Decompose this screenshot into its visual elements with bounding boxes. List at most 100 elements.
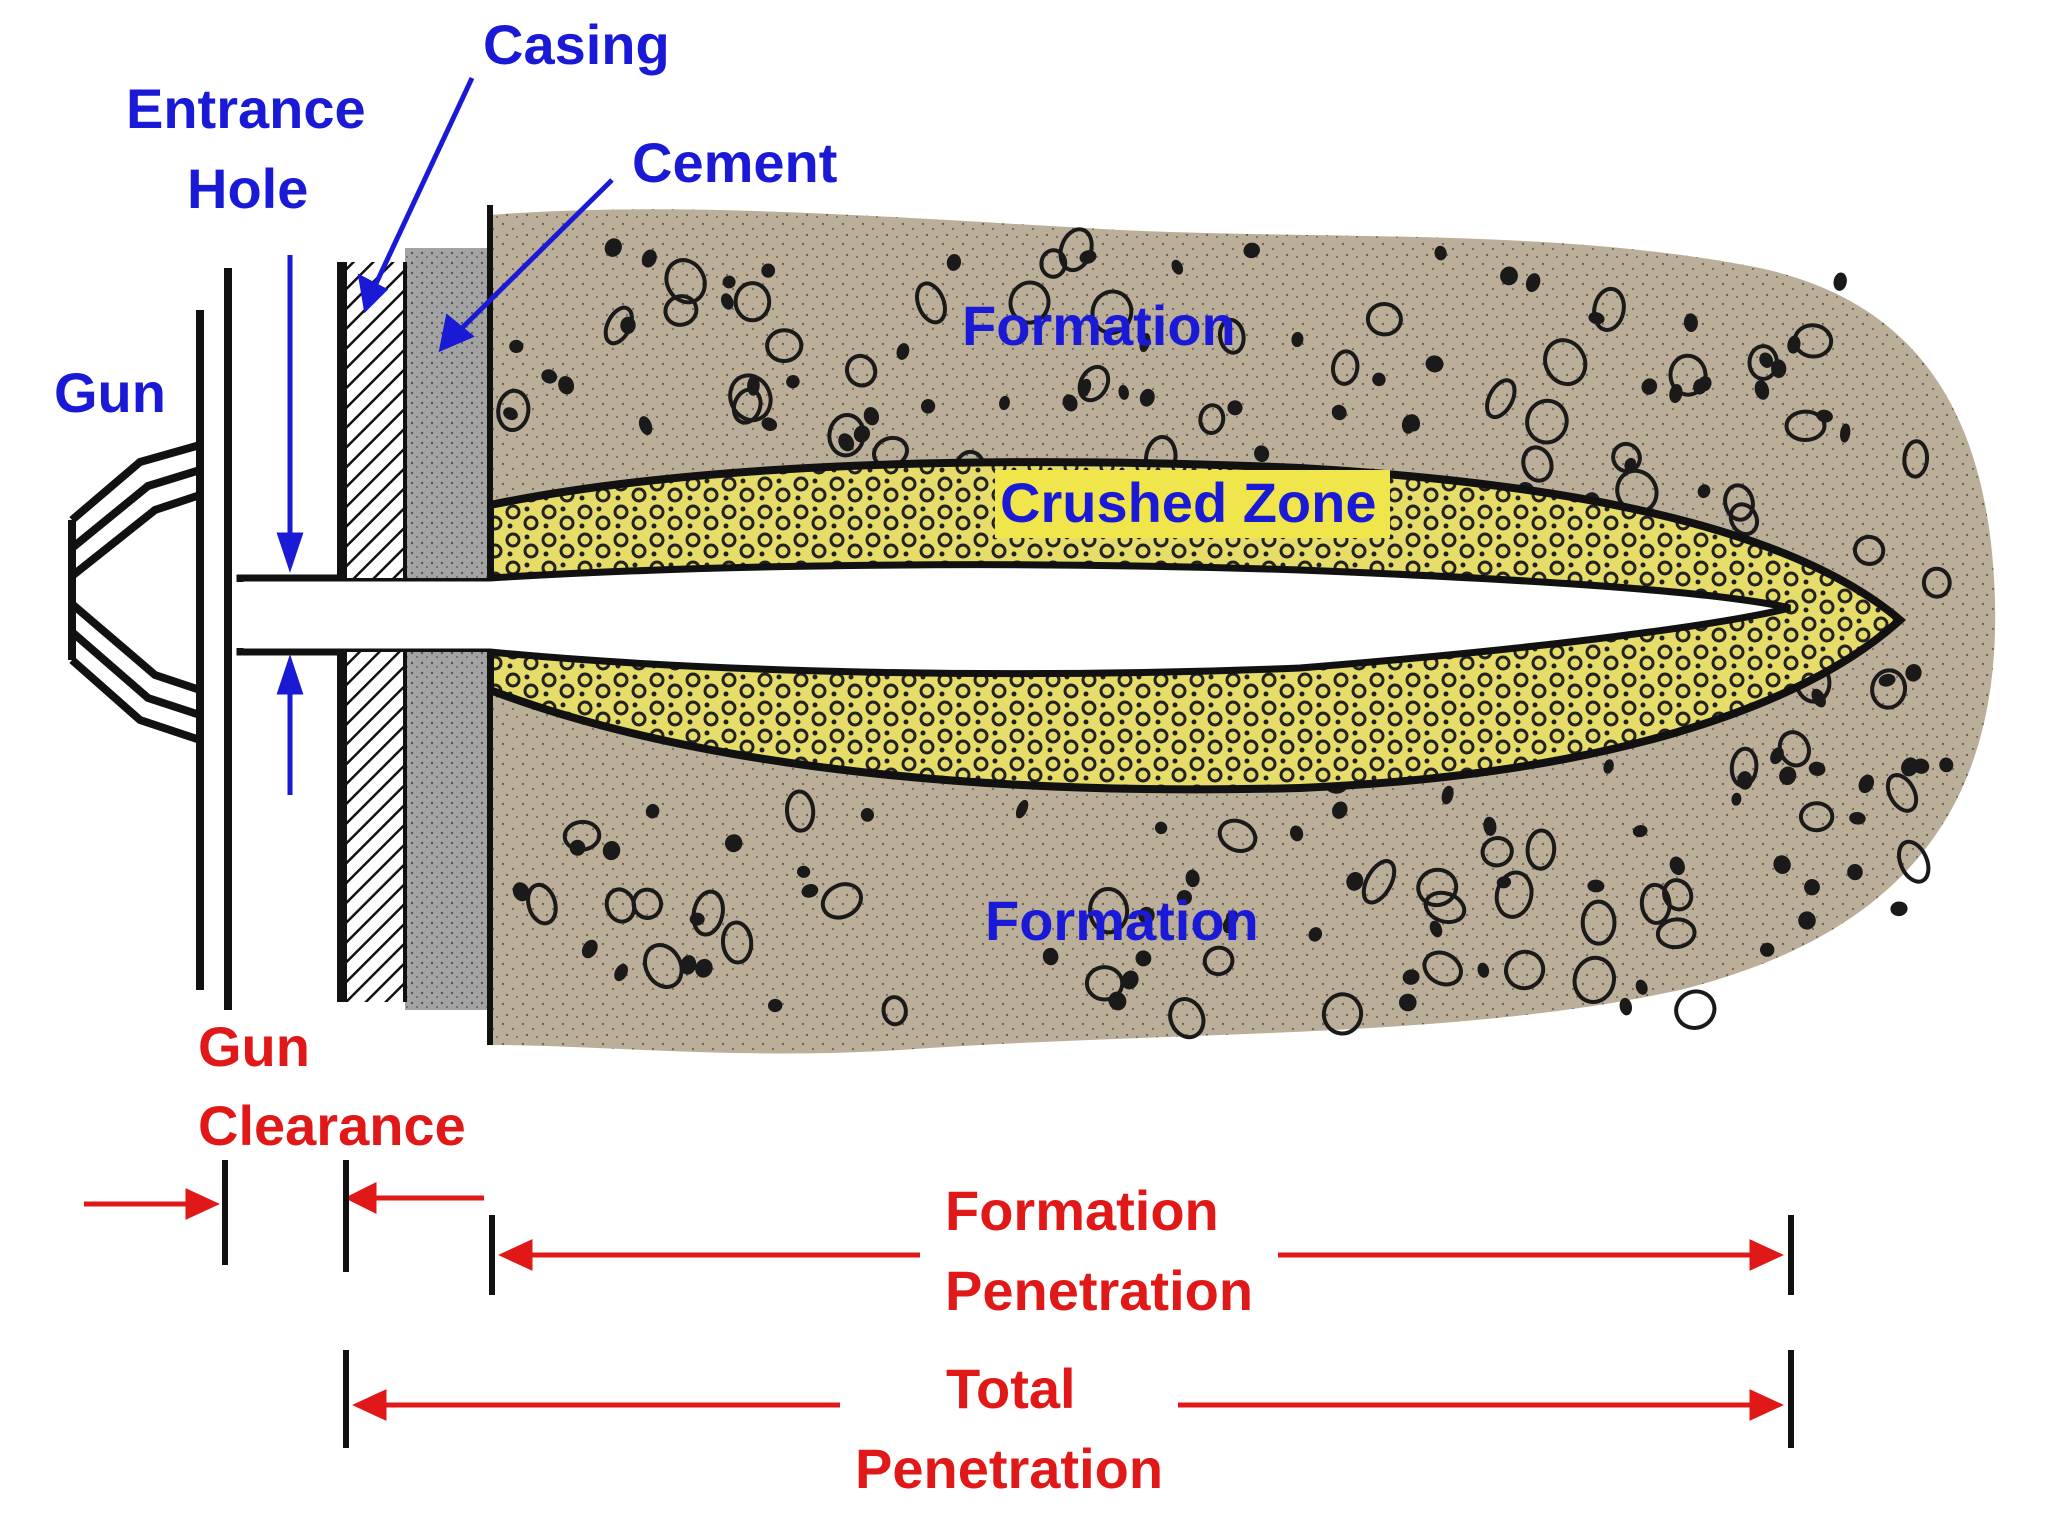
casing-label: Casing [483, 13, 670, 76]
pebble [1683, 313, 1698, 332]
pebble [638, 416, 653, 436]
pebble [1543, 338, 1588, 387]
pebble [1669, 856, 1685, 876]
pebble [1878, 673, 1896, 687]
pebble [1525, 398, 1569, 445]
gun-clearance-label-line1: Gun [198, 1015, 310, 1078]
pebble [1723, 483, 1755, 522]
pebble [1525, 273, 1541, 293]
pebble [1833, 272, 1847, 291]
pebble [1321, 992, 1364, 1036]
pebble [1185, 869, 1200, 888]
perforating-gun [68, 268, 232, 1010]
formation-pebbles [496, 227, 1954, 1040]
pebble [664, 258, 707, 305]
pebble [604, 238, 622, 257]
pebble [512, 882, 530, 902]
pebble [1870, 668, 1908, 710]
pebble [1849, 811, 1866, 825]
pebble [1588, 312, 1605, 325]
pebble [1405, 414, 1421, 432]
pebble [1058, 227, 1094, 273]
pebble [1697, 484, 1711, 499]
pebble [761, 263, 776, 278]
gun-label: Gun [54, 361, 166, 424]
pebble [1039, 248, 1068, 279]
formation-penetration-label-line2: Penetration [945, 1259, 1253, 1322]
pebble [720, 293, 734, 310]
pebble [768, 998, 783, 1013]
pebble [863, 407, 880, 426]
pebble [1121, 970, 1139, 990]
pebble [1198, 403, 1226, 435]
casing-wall [342, 262, 405, 578]
pebble [1939, 757, 1954, 773]
pebble [1912, 758, 1930, 774]
pebble [1015, 799, 1029, 819]
pebble [1890, 901, 1908, 917]
pebble [1662, 878, 1694, 912]
pebble [1921, 566, 1952, 599]
pebble [915, 281, 947, 325]
pebble [1858, 774, 1875, 794]
casing-pointer-arrow [357, 76, 475, 314]
pebble [1425, 355, 1444, 373]
pebble [1839, 423, 1851, 443]
pebble [1521, 445, 1554, 483]
cement-label: Cement [632, 131, 837, 194]
cement-pointer-arrow [438, 178, 614, 353]
entrance-hole-arrows [276, 255, 304, 795]
pebble [614, 963, 628, 982]
gun-clearance-label-line2: Clearance [198, 1094, 466, 1157]
entrance-hole-label-line1: Entrance [126, 77, 366, 140]
pebble [1331, 349, 1360, 386]
pebble [1655, 917, 1697, 950]
pebble [1669, 383, 1683, 404]
cement-layer-lower [405, 652, 490, 1010]
total-penetration-dimension [352, 1389, 1784, 1421]
pebble [1434, 245, 1447, 261]
pebble [1773, 855, 1791, 874]
crushed-zone-label-bg [995, 470, 1390, 538]
pebble [1905, 664, 1922, 682]
pebble [1500, 266, 1518, 286]
pebble [691, 889, 725, 937]
pebble [526, 882, 558, 926]
pebble [1592, 286, 1626, 332]
pebble [620, 316, 636, 334]
perforation-tunnel [236, 561, 1791, 678]
pebble [1731, 792, 1742, 806]
pebble [1668, 353, 1708, 397]
pebble [801, 884, 819, 898]
pebble [1902, 439, 1930, 479]
pebble [1759, 352, 1774, 368]
pebble [1346, 872, 1364, 891]
pebble [1062, 394, 1078, 412]
entrance-hole-label-line2: Hole [187, 157, 308, 220]
pebble [1217, 818, 1258, 853]
pebble [784, 789, 816, 833]
pebble [1084, 965, 1125, 1002]
pebble [1429, 920, 1443, 938]
pebble [1077, 364, 1111, 403]
pebble [838, 433, 855, 452]
pebble [1398, 993, 1417, 1012]
pebble [1808, 761, 1826, 776]
pebble [1619, 997, 1633, 1016]
pebble [946, 253, 962, 271]
pebble [1779, 766, 1797, 786]
pebble [1603, 759, 1614, 774]
pebble [541, 369, 558, 384]
pebble [680, 955, 697, 975]
pebble [503, 407, 518, 421]
pebble [1737, 771, 1753, 790]
total-penetration-label-line2: Penetration [855, 1437, 1163, 1500]
pebble [1525, 828, 1557, 871]
pebble [720, 920, 754, 965]
pebble [1225, 910, 1239, 925]
pebble [562, 819, 602, 852]
pebble [1365, 301, 1403, 337]
pebble [1494, 870, 1534, 919]
pebble [1139, 333, 1151, 353]
